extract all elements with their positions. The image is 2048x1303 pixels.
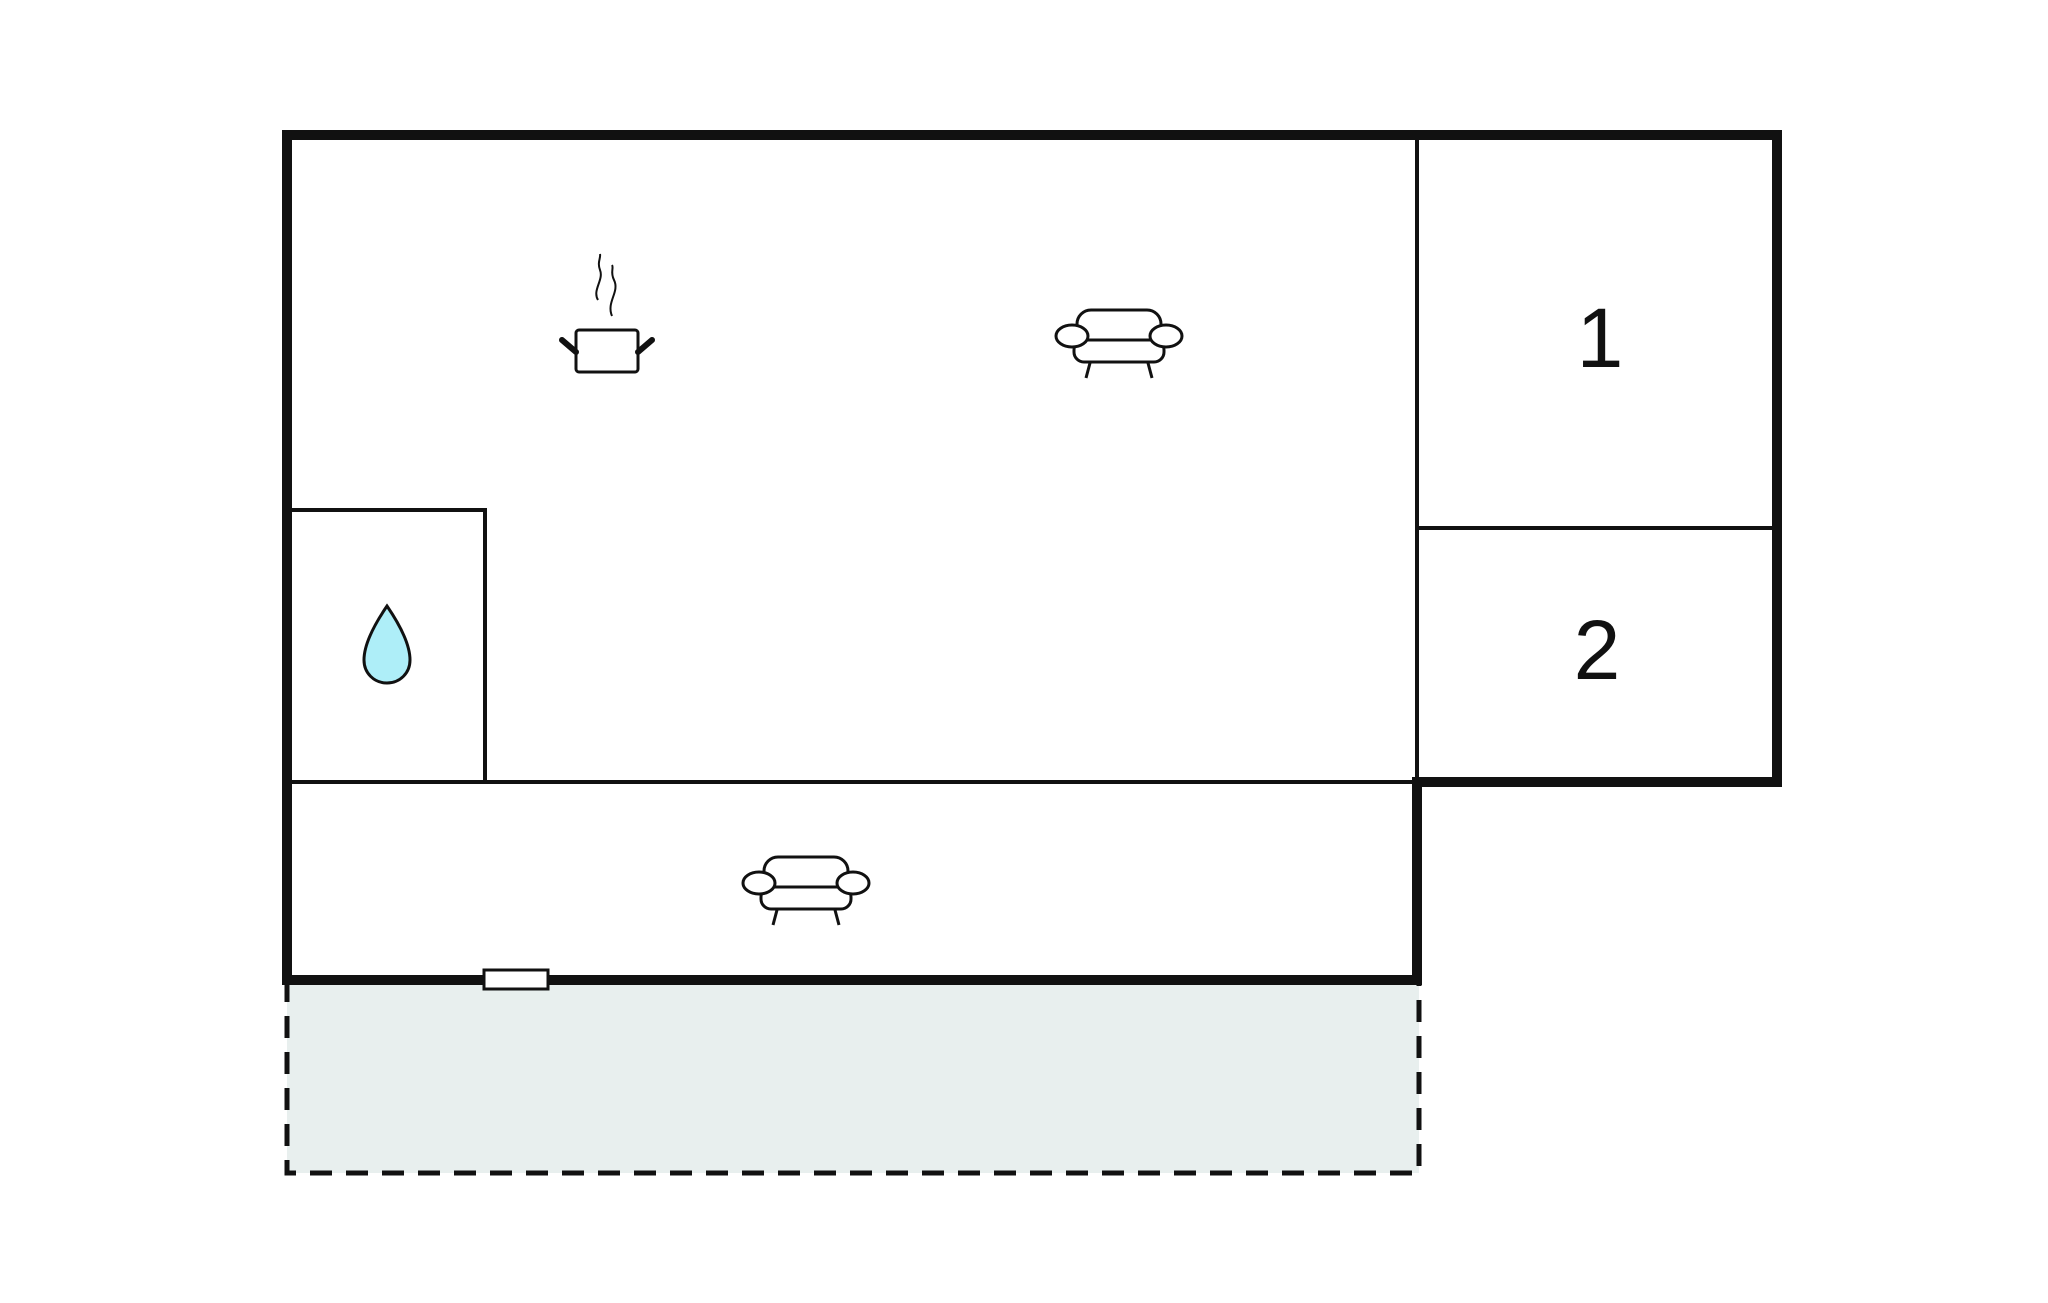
wall-bathroom [287,508,487,782]
outer-wall [282,130,1782,985]
water-drop-icon [362,603,412,685]
cooking-pot-icon [559,253,655,374]
sofa-icon [741,855,871,926]
terrace-area [284,977,1422,1176]
room-label-bedroom-1: 1 [1577,291,1624,385]
door [482,968,550,991]
sofa-icon [1054,308,1184,379]
room-label-bedroom-2: 2 [1574,603,1621,697]
